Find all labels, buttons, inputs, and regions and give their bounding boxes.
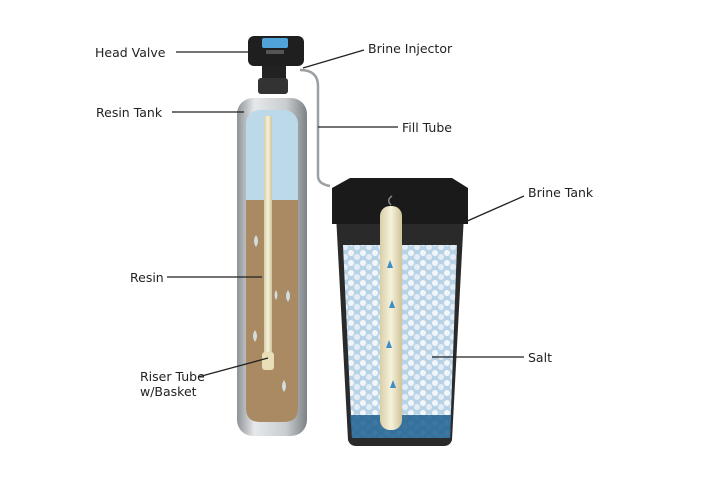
- brine-tank-lid: [332, 178, 468, 224]
- label-resin: Resin: [130, 270, 164, 285]
- label-riser-tube-line1: Riser Tube: [140, 369, 205, 384]
- label-brine-injector: Brine Injector: [368, 41, 453, 56]
- label-riser-tube-line2: w/Basket: [140, 384, 197, 399]
- brine-well: [380, 206, 402, 430]
- valve-display: [262, 38, 288, 48]
- fill-tube: [299, 68, 331, 188]
- brine-tank: [332, 178, 468, 446]
- riser-basket: [262, 352, 274, 370]
- label-fill-tube: Fill Tube: [402, 120, 452, 135]
- label-head-valve: Head Valve: [95, 45, 166, 60]
- label-resin-tank: Resin Tank: [96, 105, 163, 120]
- resin-tank: [237, 98, 307, 436]
- label-salt: Salt: [528, 350, 552, 365]
- head-valve: [248, 36, 304, 94]
- label-brine-tank: Brine Tank: [528, 185, 594, 200]
- riser-tube: [264, 116, 272, 366]
- leader-lines: [167, 49, 525, 378]
- label-riser-tube: Riser Tube w/Basket: [140, 369, 205, 399]
